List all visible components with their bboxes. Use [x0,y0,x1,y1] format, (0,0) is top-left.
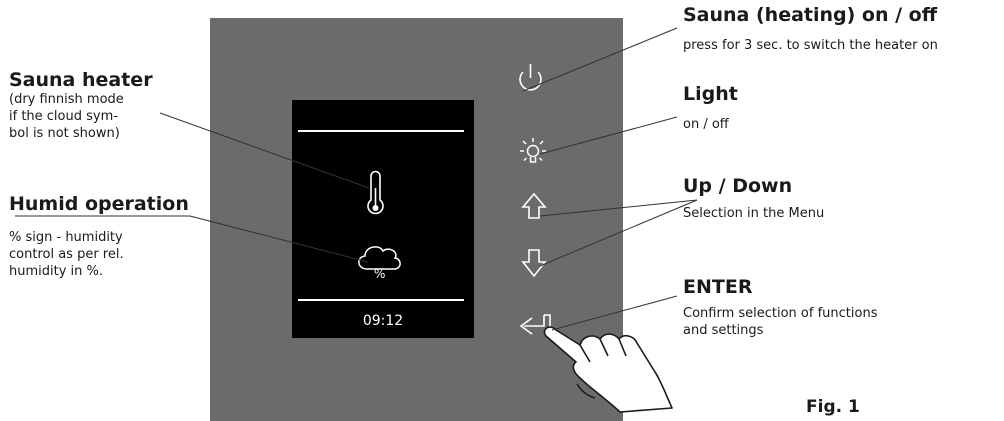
down-leader-line [540,200,697,266]
enter-leader-line [552,296,677,330]
light-leader-line [540,117,677,154]
thermometer-icon [368,172,383,214]
arrow-up-icon[interactable] [523,194,545,218]
humid-leader-line [190,216,368,262]
cloud-percent-icon: % [359,247,400,281]
arrow-down-icon[interactable] [523,250,545,276]
power-icon[interactable] [520,64,541,90]
power-leader-line [523,28,677,91]
light-bulb-icon[interactable] [520,138,546,162]
up-leader-line [540,200,697,216]
hand-pointer-icon [544,327,672,412]
svg-text:%: % [374,267,385,281]
leader-lines [15,28,697,330]
heater-leader-line [160,113,369,188]
